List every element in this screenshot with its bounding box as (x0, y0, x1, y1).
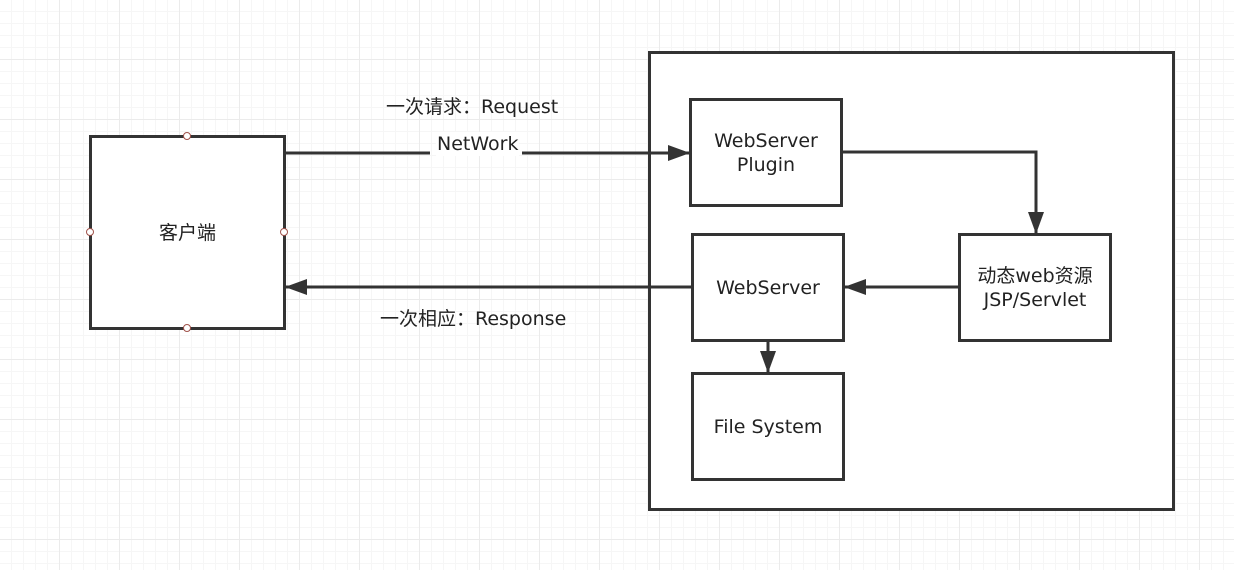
client-top-handle[interactable] (183, 132, 191, 140)
webserver-label: WebServer (716, 276, 820, 299)
plugin-label-line1: WebServer (714, 129, 818, 152)
client-node[interactable]: 客户端 (89, 135, 286, 330)
client-right-handle[interactable] (280, 228, 288, 236)
dynamic-resource-node[interactable]: 动态web资源 JSP/Servlet (958, 233, 1112, 342)
network-label: NetWork (436, 132, 520, 156)
request-label: 一次请求：Request (386, 96, 559, 118)
file-system-label: File System (713, 415, 823, 438)
response-label: 一次相应：Response (380, 308, 567, 330)
dynamic-label-line1: 动态web资源 (977, 264, 1093, 287)
dynamic-label-line2: JSP/Servlet (983, 288, 1087, 311)
client-label: 客户端 (158, 221, 216, 244)
webserver-plugin-node[interactable]: WebServer Plugin (689, 98, 843, 207)
plugin-to-dynamic-edge[interactable] (843, 150, 1044, 234)
file-system-node[interactable]: File System (691, 372, 845, 481)
plugin-label-line2: Plugin (736, 153, 796, 176)
client-left-handle[interactable] (86, 228, 94, 236)
client-bottom-handle[interactable] (183, 324, 191, 332)
webserver-node[interactable]: WebServer (691, 233, 845, 342)
